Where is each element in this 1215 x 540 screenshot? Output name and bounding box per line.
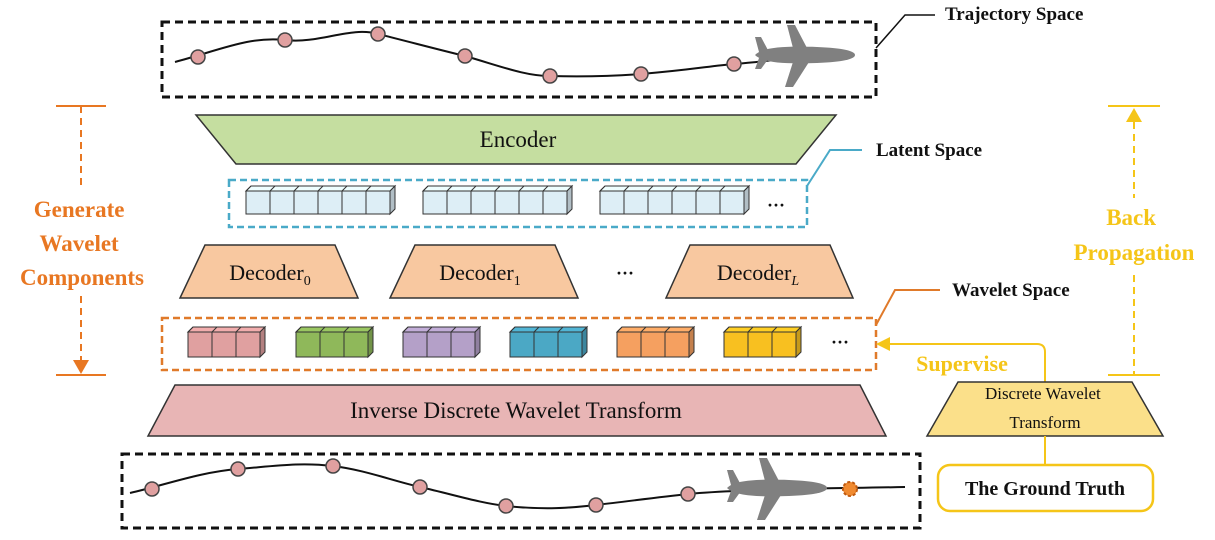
wavelet-space-box: ··· bbox=[160, 316, 878, 372]
wavelet-component bbox=[401, 325, 482, 359]
dwt-label: Discrete Wavelet Transform bbox=[985, 384, 1105, 432]
trajectory-space-connector bbox=[875, 14, 935, 49]
decoder-0-label: Decoder0 bbox=[229, 260, 311, 289]
ground-truth-label: The Ground Truth bbox=[965, 478, 1125, 500]
trajectory-point bbox=[190, 49, 206, 65]
generate-wavelet-components-label: Generate Wavelet Components bbox=[20, 197, 144, 290]
airplane-icon bbox=[727, 458, 827, 520]
trajectory-space-box bbox=[160, 20, 878, 99]
wavelet-ellipsis: ··· bbox=[831, 332, 849, 352]
encoder-block: Encoder bbox=[194, 114, 838, 165]
latent-ellipsis: ··· bbox=[767, 195, 785, 215]
decoder-1-label: Decoder1 bbox=[439, 260, 521, 289]
generate-arrow bbox=[56, 105, 106, 376]
decoder-1-block: Decoder1 bbox=[388, 244, 580, 299]
wavelet-component bbox=[294, 325, 375, 359]
trajectory-point bbox=[680, 486, 696, 502]
decoder-ellipsis: ··· bbox=[616, 263, 634, 283]
trajectory-curve-top bbox=[174, 30, 811, 78]
latent-vectors bbox=[244, 184, 751, 216]
predicted-point-icon bbox=[842, 481, 858, 497]
trajectory-point bbox=[542, 68, 558, 84]
wavelet-component bbox=[615, 325, 696, 359]
latent-vector bbox=[421, 184, 574, 216]
idwt-block: Inverse Discrete Wavelet Transform bbox=[146, 384, 888, 437]
encoder-label: Encoder bbox=[480, 127, 557, 152]
trajectory-point bbox=[277, 32, 293, 48]
trajectory-point bbox=[230, 461, 246, 477]
trajectory-point bbox=[412, 479, 428, 495]
wavelet-space-label: Wavelet Space bbox=[952, 280, 1070, 301]
latent-space-label: Latent Space bbox=[876, 140, 982, 161]
latent-space-box: ··· bbox=[227, 178, 809, 229]
trajectory-point bbox=[588, 497, 604, 513]
wavelet-components bbox=[186, 325, 803, 359]
airplane-icon bbox=[755, 25, 855, 87]
trajectory-point bbox=[370, 26, 386, 42]
supervise-arrow bbox=[876, 337, 1046, 382]
wavelet-space-connector bbox=[875, 289, 940, 326]
latent-vector bbox=[244, 184, 397, 216]
predicted-trajectory-box bbox=[120, 452, 922, 530]
back-propagation-arrow bbox=[1108, 105, 1160, 376]
trajectory-point bbox=[726, 56, 742, 72]
trajectory-point bbox=[457, 48, 473, 64]
supervise-label: Supervise bbox=[916, 351, 1008, 376]
trajectory-point bbox=[325, 458, 341, 474]
wavelet-component bbox=[508, 325, 589, 359]
decoder-0-block: Decoder0 bbox=[178, 244, 360, 299]
decoder-L-label: DecoderL bbox=[717, 260, 800, 289]
wavelet-component bbox=[186, 325, 267, 359]
ground-truth-box: The Ground Truth bbox=[936, 463, 1155, 513]
decoder-L-block: DecoderL bbox=[664, 244, 855, 299]
trajectory-point bbox=[144, 481, 160, 497]
trajectory-point bbox=[498, 498, 514, 514]
trajectory-point bbox=[633, 66, 649, 82]
idwt-label: Inverse Discrete Wavelet Transform bbox=[350, 398, 682, 423]
latent-space-connector bbox=[806, 149, 862, 187]
back-propagation-label: Back Propagation bbox=[1074, 205, 1195, 265]
dwt-block: Discrete Wavelet Transform bbox=[925, 381, 1165, 437]
trajectory-space-label: Trajectory Space bbox=[945, 4, 1083, 25]
latent-vector bbox=[598, 184, 751, 216]
wavelet-component bbox=[722, 325, 803, 359]
